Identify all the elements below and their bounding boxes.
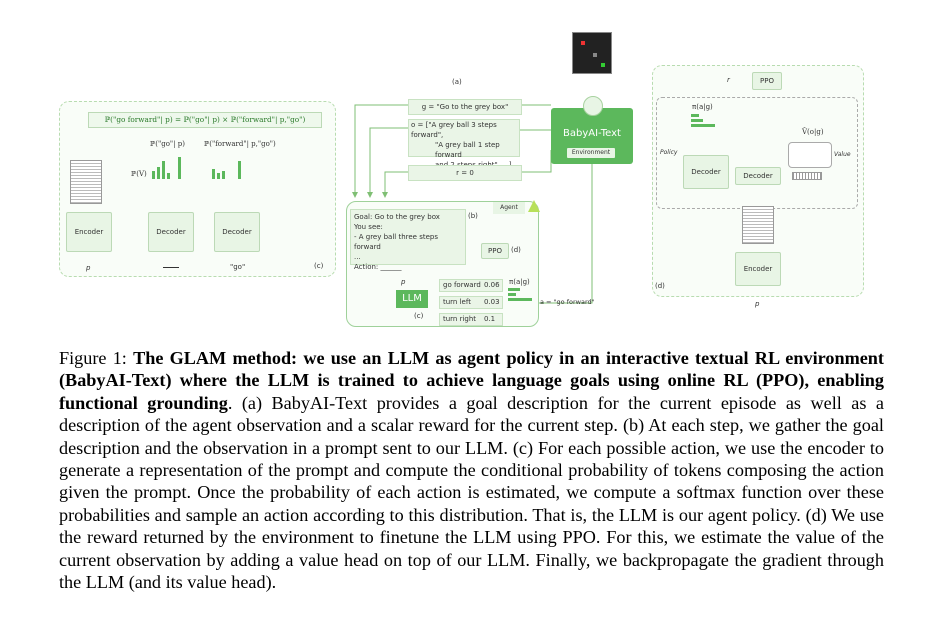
obs-line-1: o = ["A grey ball 3 steps forward",	[411, 121, 497, 139]
blank-token	[163, 267, 179, 268]
action-message: a = "go forward"	[540, 298, 595, 306]
sub-prob-go: ℙ("go"| p)	[150, 140, 185, 148]
hidden-state	[792, 172, 822, 180]
decoder-box-1: Decoder	[148, 212, 194, 252]
prompt-see: You see:	[354, 223, 383, 231]
r-label: r	[727, 76, 730, 84]
value-head	[788, 142, 832, 168]
figure-caption: Figure 1: The GLAM method: we use an LLM…	[59, 347, 884, 593]
prompt-dots: ...	[354, 253, 361, 261]
label-c-left: (c)	[314, 262, 324, 270]
agent-tag: Agent	[493, 202, 525, 214]
pi-bars	[508, 288, 532, 301]
p-left: p	[86, 264, 91, 272]
prob-vocab: ℙ(V)	[131, 170, 147, 178]
decoder-box-right: Decoder	[683, 155, 729, 189]
decoder-box-right-2: Decoder	[735, 167, 781, 185]
p-right: p	[755, 300, 760, 308]
p-center: p	[401, 278, 406, 286]
label-d-center: (d)	[511, 246, 521, 254]
policy-label: Policy	[660, 149, 678, 156]
ppo-box-right: PPO	[752, 72, 782, 90]
ppo-box-center: PPO	[481, 243, 509, 259]
pi-label: π(a|g)	[509, 278, 530, 286]
llm-box: LLM	[396, 290, 428, 308]
go-token: "go"	[230, 263, 246, 271]
gridworld-image	[572, 32, 612, 74]
pi-label-right: π(a|g)	[692, 103, 713, 111]
env-badge: Environment	[567, 148, 615, 158]
prompt-action: Action: ______	[354, 263, 402, 271]
caption-bold: The GLAM method: we use an LLM as agent …	[59, 348, 884, 413]
tokenization-panel	[59, 101, 336, 277]
observation-message: o = ["A grey ball 3 steps forward", "A g…	[408, 119, 520, 169]
label-a: (a)	[452, 78, 462, 86]
prompt-obs: - A grey ball three steps forward	[354, 233, 438, 251]
reward-message: r = 0	[408, 165, 522, 181]
obs-line-2: "A grey ball 1 step forward	[435, 141, 500, 159]
env-title: BabyAI-Text	[563, 128, 621, 139]
sub-prob-forward: ℙ("forward"| p,"go")	[204, 140, 276, 148]
encoder-box-right: Encoder	[735, 252, 781, 286]
label-d-right: (d)	[655, 282, 665, 290]
embedding-matrix	[70, 160, 102, 204]
value-text: Value	[834, 151, 851, 158]
caption-body: . (a) BabyAI-Text provides a goal descri…	[59, 392, 884, 593]
decoder-box-2: Decoder	[214, 212, 260, 252]
label-c-center: (c)	[414, 312, 424, 320]
embedding-matrix-right	[742, 206, 774, 244]
encoder-box-left: Encoder	[66, 212, 112, 252]
policy-bars	[691, 114, 715, 127]
agent-triangle-icon	[528, 200, 540, 212]
prompt-box: Goal: Go to the grey box You see: - A gr…	[350, 209, 466, 271]
goal-message: g = "Go to the grey box"	[408, 99, 522, 115]
caption-prefix: Figure 1:	[59, 348, 134, 368]
value-label: V̂(o|g)	[802, 128, 824, 136]
prompt-goal: Goal: Go to the grey box	[354, 213, 440, 221]
environment-box: BabyAI-Text Environment	[551, 96, 633, 164]
label-b: (b)	[468, 212, 478, 220]
probability-formula: ℙ("go forward"| p) = ℙ("go"| p) × ℙ("for…	[88, 112, 322, 128]
